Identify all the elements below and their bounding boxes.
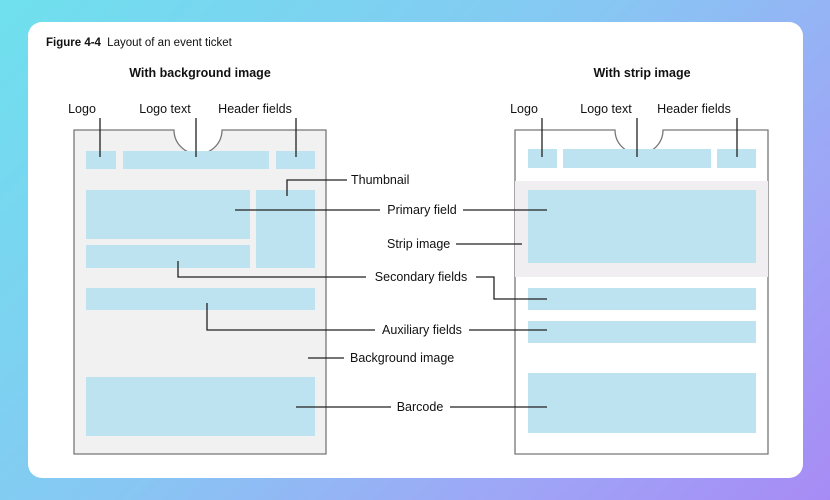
auxiliary-fields-leader-left: [206, 303, 375, 331]
left-barcode: [86, 377, 315, 436]
auxiliary-fields-label: Auxiliary fields: [382, 323, 462, 337]
left-logo-label: Logo: [68, 102, 96, 116]
barcode-label: Barcode: [397, 400, 444, 414]
right-barcode: [528, 373, 756, 433]
figure-number: Figure 4-4: [46, 37, 101, 49]
right-logo-text-label: Logo text: [580, 102, 632, 116]
left-primary-field: [86, 190, 250, 239]
left-secondary-field: [86, 245, 250, 268]
primary-field-label: Primary field: [387, 203, 457, 217]
left-logo-text-label: Logo text: [139, 102, 191, 116]
right-logo-text-field: [563, 149, 711, 168]
right-header-fields-label: Header fields: [657, 102, 731, 116]
right-header-field: [717, 149, 756, 168]
left-header-fields-label: Header fields: [218, 102, 292, 116]
thumbnail-leader: [286, 179, 347, 196]
secondary-fields-leader-left: [177, 261, 366, 278]
secondary-fields-leader-right: [476, 276, 547, 300]
left-panel-title: With background image: [129, 66, 271, 80]
figure-caption: Figure 4-4 Layout of an event ticket: [46, 37, 232, 49]
thumbnail-label: Thumbnail: [351, 173, 409, 187]
left-thumbnail: [256, 190, 315, 268]
left-logo-text-field: [123, 151, 269, 169]
left-header-field: [276, 151, 315, 169]
left-logo-field: [86, 151, 116, 169]
right-auxiliary-field: [528, 321, 756, 343]
right-logo-label: Logo: [510, 102, 538, 116]
strip-image-label: Strip image: [387, 237, 450, 251]
background-image-label: Background image: [350, 351, 454, 365]
left-auxiliary-field: [86, 288, 315, 310]
right-logo-field: [528, 149, 557, 168]
secondary-fields-label: Secondary fields: [375, 270, 467, 284]
figure-caption-text: Layout of an event ticket: [107, 37, 232, 49]
right-strip-image: [528, 190, 756, 263]
right-secondary-field: [528, 288, 756, 310]
right-panel-title: With strip image: [593, 66, 690, 80]
